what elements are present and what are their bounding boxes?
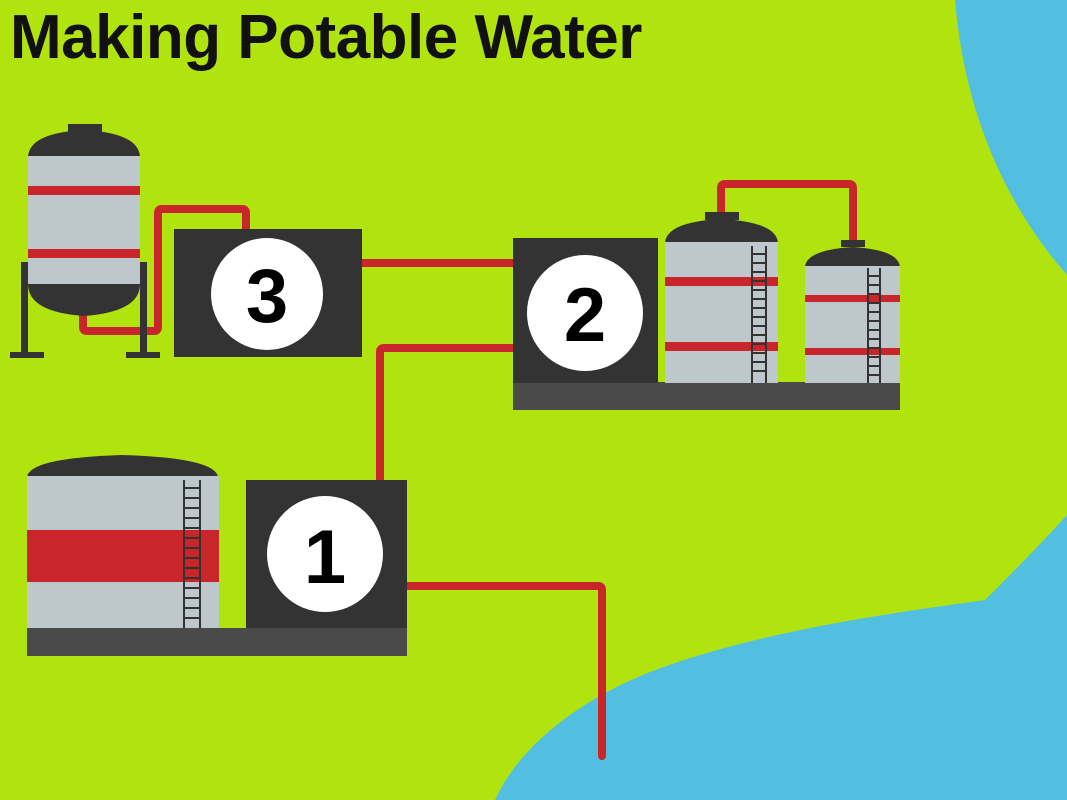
stage-1-unit: 1 <box>246 480 407 628</box>
storage-tank-1 <box>27 455 219 630</box>
treatment-tank-2b <box>805 240 900 383</box>
pipe-tank-link <box>717 180 857 244</box>
base-platform-1 <box>27 628 407 656</box>
water-bottom-right <box>495 515 1067 800</box>
ladder-1 <box>183 480 201 628</box>
stage-3-badge <box>211 238 323 350</box>
stage-1-number: 1 <box>304 515 346 600</box>
stage-1-badge <box>267 496 383 612</box>
stage-2-unit: 2 <box>513 238 658 383</box>
base-platform-2 <box>513 382 900 410</box>
stage-3-unit: 3 <box>174 229 362 357</box>
treatment-tank-2a <box>665 212 778 383</box>
stage-2-badge <box>527 255 643 371</box>
stage-2-number: 2 <box>564 273 606 358</box>
pipe-1-to-2 <box>376 344 517 484</box>
page-title: Making Potable Water <box>10 3 642 72</box>
stage-3-number: 3 <box>246 254 288 339</box>
pipe-3-to-tank <box>79 205 250 335</box>
water-top-right <box>955 0 1067 275</box>
pressure-tank-3 <box>10 124 160 358</box>
pipes <box>79 180 857 760</box>
pipe-intake <box>401 582 606 760</box>
